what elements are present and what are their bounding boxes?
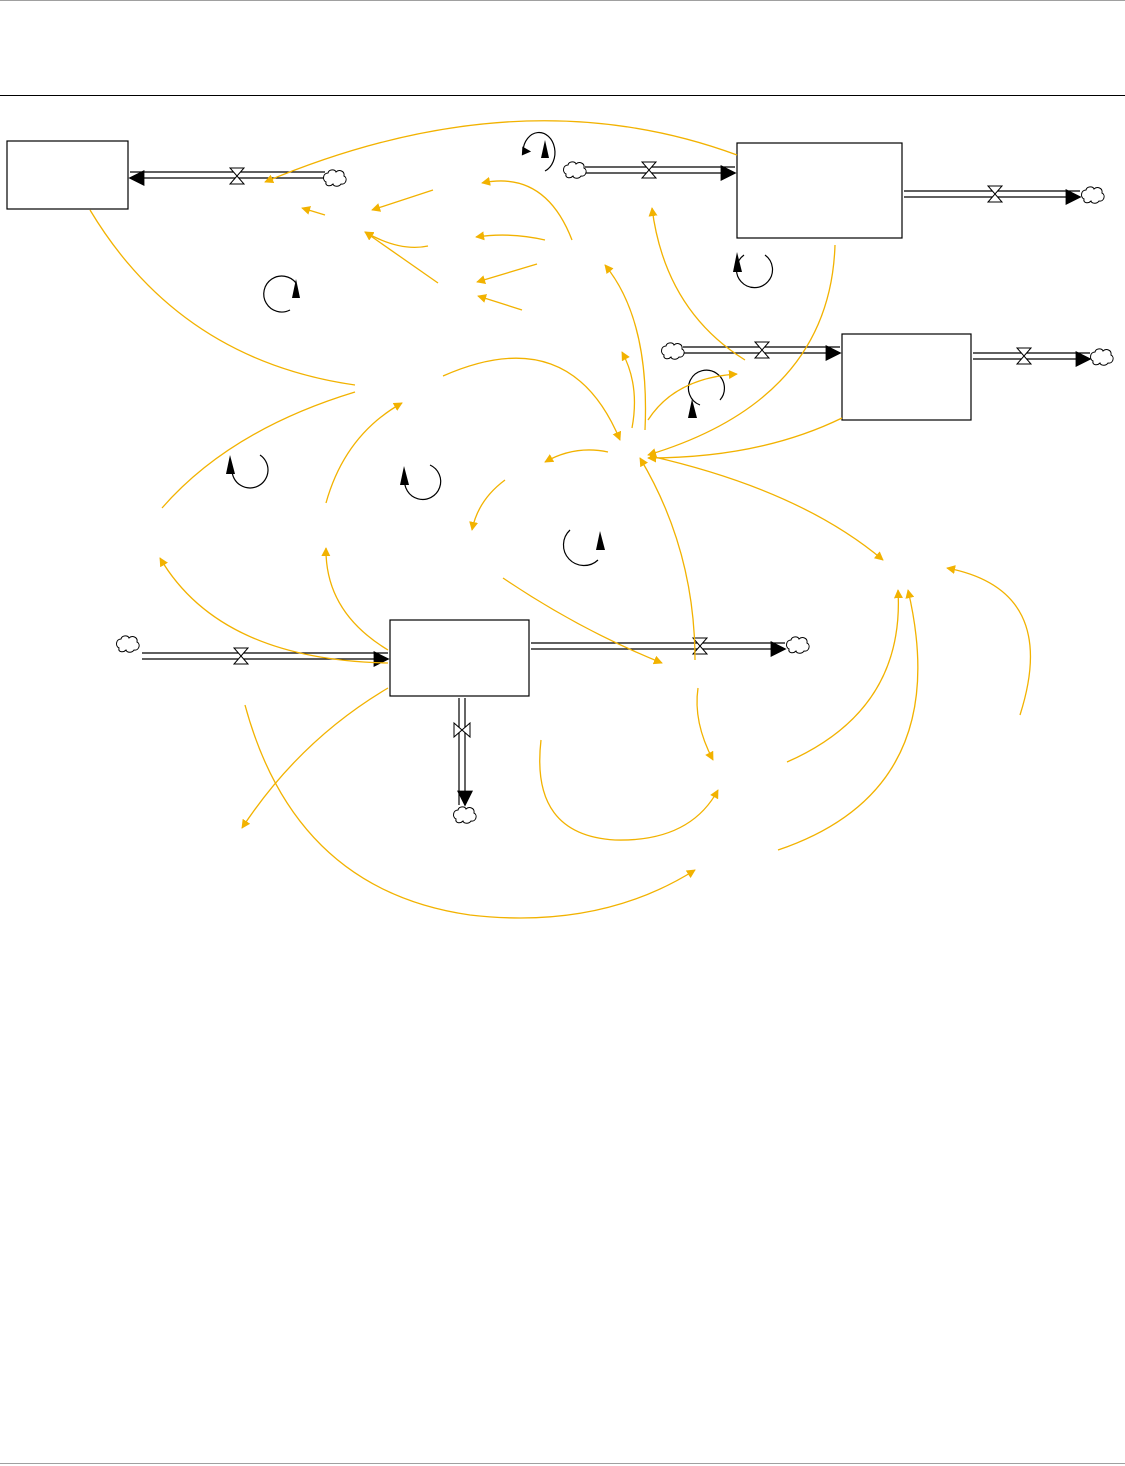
causal-link[interactable]: [502, 577, 663, 665]
loop-icon: [735, 254, 774, 289]
valve-icon[interactable]: [754, 341, 770, 359]
causal-link[interactable]: [777, 589, 919, 851]
cloud-source-icon: [563, 161, 587, 179]
cloud-sink-icon: [1090, 348, 1114, 366]
causal-link[interactable]: [647, 244, 836, 457]
cloud-source-icon: [323, 169, 347, 187]
top-border: [0, 0, 1125, 1]
stock-box[interactable]: [389, 619, 530, 697]
stock-box[interactable]: [736, 142, 903, 239]
flow-pipe[interactable]: [973, 351, 1092, 367]
causal-link[interactable]: [475, 231, 546, 241]
stock-box[interactable]: [6, 140, 129, 210]
causal-link[interactable]: [604, 264, 647, 431]
header-divider: [0, 95, 1125, 96]
flow-pipe[interactable]: [142, 651, 390, 667]
causal-link[interactable]: [639, 457, 696, 661]
flow-pipe[interactable]: [457, 698, 473, 807]
causal-link[interactable]: [477, 294, 523, 311]
loop-icon: [231, 454, 269, 489]
causal-link[interactable]: [321, 547, 389, 651]
causal-link[interactable]: [696, 687, 714, 761]
flow-pipe[interactable]: [128, 170, 325, 186]
cloud-sink-icon: [453, 806, 477, 824]
causal-link[interactable]: [442, 357, 622, 441]
cloud-source-icon: [661, 342, 685, 360]
causal-link[interactable]: [648, 207, 746, 361]
loop-icon: [562, 529, 599, 567]
causal-link[interactable]: [539, 739, 719, 841]
causal-link[interactable]: [241, 687, 389, 829]
cloud-sink-icon: [1081, 186, 1105, 204]
loop-arrowhead-icon: [733, 252, 742, 272]
cloud-source-icon: [116, 635, 140, 653]
causal-link[interactable]: [371, 189, 434, 212]
causal-link[interactable]: [476, 263, 538, 284]
valve-icon[interactable]: [229, 167, 245, 185]
valve-icon[interactable]: [987, 185, 1003, 203]
loop-icon: [521, 131, 556, 172]
loop-arrowhead-icon: [292, 279, 300, 298]
loop-arrowhead-icon: [226, 455, 235, 474]
stock-box[interactable]: [841, 333, 972, 421]
causal-link[interactable]: [364, 231, 429, 249]
flow-pipe[interactable]: [904, 189, 1082, 205]
causal-link[interactable]: [647, 417, 843, 463]
bottom-border: [0, 1463, 1125, 1464]
causal-link[interactable]: [946, 565, 1032, 716]
causal-link[interactable]: [325, 402, 403, 504]
loop-arrowhead-icon: [688, 399, 697, 418]
loop-arrowhead-icon: [400, 466, 409, 485]
causal-link[interactable]: [264, 120, 738, 184]
causal-link[interactable]: [786, 589, 903, 763]
causal-link[interactable]: [159, 557, 389, 664]
valve-icon[interactable]: [233, 647, 249, 665]
causal-link[interactable]: [161, 391, 356, 509]
causal-link[interactable]: [364, 231, 439, 284]
loop-arrowhead-icon: [541, 140, 549, 158]
cloud-sink-icon: [786, 636, 810, 654]
causal-link[interactable]: [621, 351, 636, 429]
causal-link[interactable]: [544, 449, 609, 463]
causal-link[interactable]: [301, 206, 326, 216]
loop-icon: [263, 275, 297, 313]
causal-link[interactable]: [649, 455, 884, 561]
valve-icon[interactable]: [453, 722, 471, 738]
causal-link[interactable]: [244, 704, 696, 919]
causal-link[interactable]: [481, 176, 573, 241]
valve-icon[interactable]: [641, 161, 657, 179]
valve-icon[interactable]: [1016, 347, 1032, 365]
flow-pipe[interactable]: [585, 165, 737, 181]
causal-link[interactable]: [469, 479, 506, 531]
loop-arrowhead-icon: [596, 531, 605, 550]
loop-icon: [404, 464, 442, 501]
causal-link[interactable]: [89, 209, 356, 386]
loop-icon: [687, 369, 725, 406]
causal-link[interactable]: [647, 370, 738, 421]
flow-pipe[interactable]: [531, 641, 787, 657]
